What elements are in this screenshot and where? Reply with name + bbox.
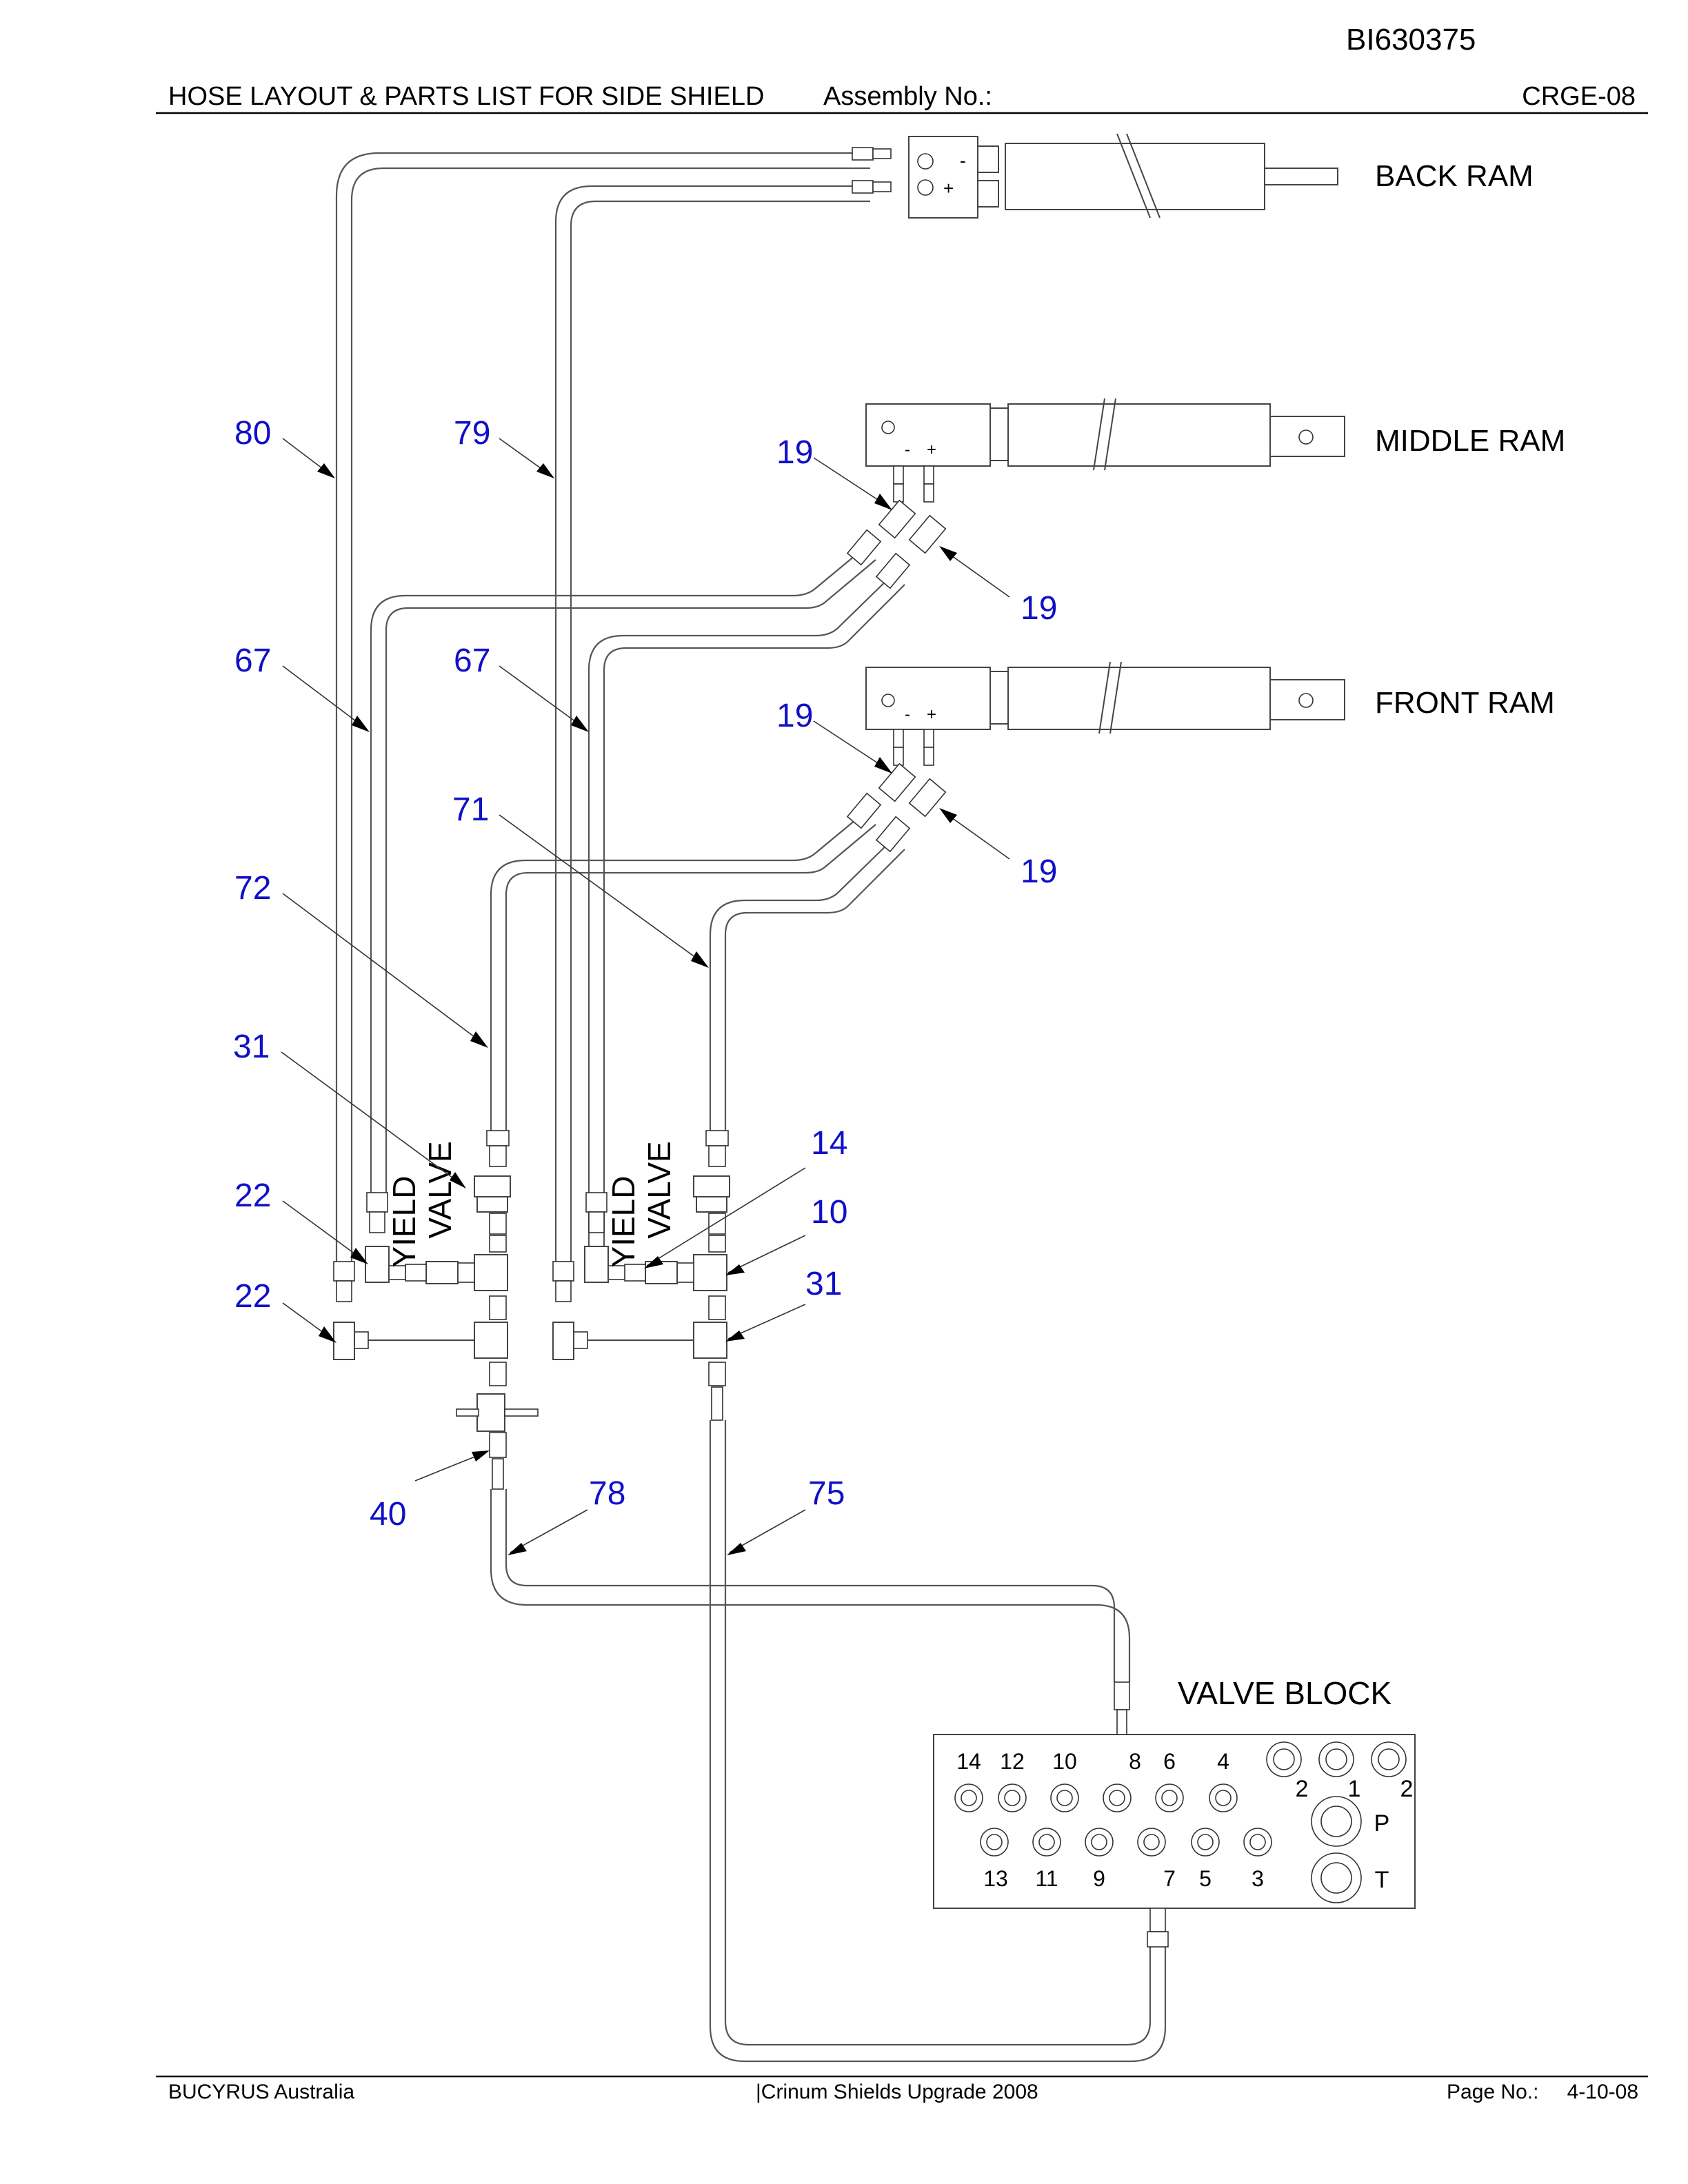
port-label-7: 7 xyxy=(1163,1866,1176,1891)
hose-67-right xyxy=(587,573,894,1262)
callout-22-upper: 22 xyxy=(234,1177,271,1214)
port-label-p: P xyxy=(1374,1810,1390,1837)
hose-80 xyxy=(335,152,870,1262)
assembly-label: Assembly No.: xyxy=(823,82,992,111)
middle-ram-label: MIDDLE RAM xyxy=(1375,424,1565,458)
middle-ram-minus-port: - xyxy=(905,441,910,459)
port-label-9: 9 xyxy=(1093,1866,1105,1891)
right-valve-cluster xyxy=(552,1130,730,1421)
callout-22-lower: 22 xyxy=(234,1278,271,1315)
yield-valve-left-line1: YIELD xyxy=(386,1176,422,1268)
ram-port-fittings xyxy=(846,147,947,853)
callout-19-front-plus: 19 xyxy=(1021,853,1057,890)
assembly-number: CRGE-08 xyxy=(1522,82,1636,111)
back-ram-plus-port: + xyxy=(943,178,954,199)
port-label-8: 8 xyxy=(1129,1749,1141,1774)
footer-page-label: Page No.: xyxy=(1447,2081,1538,2103)
callout-10: 10 xyxy=(811,1194,847,1231)
port-label-5: 5 xyxy=(1199,1866,1212,1891)
tee-upper-right xyxy=(693,1175,730,1197)
elbow-22-upper-right xyxy=(584,1246,609,1283)
callout-80: 80 xyxy=(234,415,271,452)
callout-75: 75 xyxy=(808,1475,845,1512)
port-label-6: 6 xyxy=(1163,1749,1176,1774)
document-id: BI630375 xyxy=(1346,23,1476,57)
fitting-10-left xyxy=(474,1254,508,1291)
hose-79 xyxy=(554,185,870,1262)
middle-ram: - + MIDDLE RAM xyxy=(865,398,1565,471)
callout-79: 79 xyxy=(454,415,490,452)
callout-19-middle-plus: 19 xyxy=(1021,590,1057,627)
back-ram-minus-port: - xyxy=(960,150,966,171)
front-ram-minus-port: - xyxy=(905,705,910,724)
yield-valve-left xyxy=(425,1261,459,1284)
tee-upper-left xyxy=(474,1175,511,1197)
fitting-19-d xyxy=(908,778,947,818)
callout-31-right: 31 xyxy=(805,1266,842,1302)
port-label-3: 3 xyxy=(1252,1866,1264,1891)
front-ram: - + FRONT RAM xyxy=(865,661,1555,734)
hose-71 xyxy=(709,838,894,1131)
port-label-12: 12 xyxy=(1000,1749,1025,1774)
port-label-13: 13 xyxy=(983,1866,1008,1891)
left-valve-cluster xyxy=(333,1130,539,1490)
elbow-22-lower-left xyxy=(333,1322,355,1360)
fitting-10-right xyxy=(693,1254,727,1291)
yield-valve-right-line1: YIELD xyxy=(605,1176,641,1268)
callout-72: 72 xyxy=(234,870,271,907)
back-ram-label: BACK RAM xyxy=(1375,159,1534,193)
footer-project: |Crinum Shields Upgrade 2008 xyxy=(756,2081,1038,2103)
middle-ram-manifold xyxy=(865,403,991,467)
tee-31-lower-right xyxy=(693,1322,727,1359)
callout-67-left: 67 xyxy=(234,643,271,679)
footer-page-number: 4-10-08 xyxy=(1567,2081,1638,2103)
hose-67-left xyxy=(370,548,864,1193)
callout-67-right: 67 xyxy=(454,643,490,679)
yield-valve-left-line2: VALVE xyxy=(422,1141,458,1238)
elbow-22-upper-left xyxy=(365,1246,390,1283)
port-label-14: 14 xyxy=(956,1749,981,1774)
callout-31-left: 31 xyxy=(233,1029,270,1065)
callout-40: 40 xyxy=(370,1496,406,1533)
port-label-2-left: 2 xyxy=(1296,1776,1309,1802)
hose-72 xyxy=(490,813,864,1131)
back-ram-rod xyxy=(1264,168,1338,185)
valve-block: VALVE BLOCK 14 12 10 8 6 4 13 11 9 7 5 3 xyxy=(933,1675,1416,1948)
elbow-22-lower-right xyxy=(552,1322,574,1360)
port-label-1: 1 xyxy=(1348,1776,1361,1802)
middle-ram-plus-port: + xyxy=(927,441,936,459)
callout-numbers: 80 79 19 19 67 67 19 19 71 72 31 22 22 1… xyxy=(233,415,1057,1533)
hose-runs xyxy=(335,152,1167,2063)
valve-block-label: VALVE BLOCK xyxy=(1178,1675,1392,1711)
hose-78 xyxy=(490,1489,1131,1682)
yield-valve-right-line2: VALVE xyxy=(641,1141,677,1238)
page-title: HOSE LAYOUT & PARTS LIST FOR SIDE SHIELD xyxy=(168,82,764,111)
callout-78: 78 xyxy=(589,1475,625,1512)
back-ram: - + BACK RAM xyxy=(908,133,1534,219)
callout-14: 14 xyxy=(811,1125,847,1162)
callout-19-front-minus: 19 xyxy=(776,698,813,734)
front-ram-label: FRONT RAM xyxy=(1375,686,1555,720)
port-label-4: 4 xyxy=(1217,1749,1229,1774)
port-label-t: T xyxy=(1375,1867,1389,1893)
port-label-10: 10 xyxy=(1052,1749,1077,1774)
hose-75 xyxy=(709,1420,1167,2063)
callout-leaders xyxy=(281,438,1010,1555)
fitting-19-a xyxy=(878,499,916,539)
footer-company: BUCYRUS Australia xyxy=(168,2081,354,2103)
tee-31-lower-left xyxy=(474,1322,508,1359)
port-label-2-right: 2 xyxy=(1400,1776,1414,1802)
fitting-19-b xyxy=(908,514,947,554)
middle-ram-cylinder xyxy=(1007,403,1271,467)
front-ram-plus-port: + xyxy=(927,705,936,724)
fitting-19-c xyxy=(878,762,916,802)
callout-71: 71 xyxy=(452,791,489,828)
callout-19-middle-minus: 19 xyxy=(776,434,813,471)
front-ram-cylinder xyxy=(1007,667,1271,730)
port-label-11: 11 xyxy=(1035,1866,1058,1891)
ball-valve-40 xyxy=(476,1393,505,1432)
back-ram-manifold xyxy=(908,136,978,219)
